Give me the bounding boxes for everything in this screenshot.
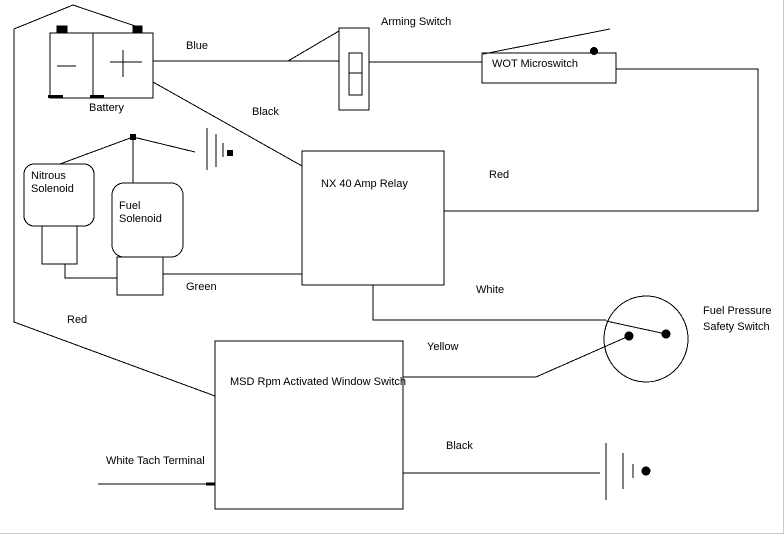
red-wire-label: Red bbox=[489, 169, 510, 181]
relay-label: NX 40 Amp Relay bbox=[321, 178, 408, 190]
battery-foot-left bbox=[48, 95, 63, 98]
pressure-switch-lever bbox=[605, 320, 667, 335]
fuel-solenoid-valve bbox=[116, 256, 164, 296]
yellow-wire bbox=[403, 335, 630, 378]
arming-switch-toggle bbox=[348, 52, 363, 96]
green-wire-label: Green bbox=[186, 281, 217, 293]
relay-body bbox=[301, 150, 445, 286]
battery-terminal-negative bbox=[56, 25, 68, 34]
junction-to-ground-wire bbox=[132, 136, 196, 153]
red-left-wire-label: Red bbox=[67, 314, 88, 326]
battery-terminal-positive bbox=[132, 25, 143, 34]
arming-switch-label: Arming Switch bbox=[381, 16, 452, 28]
wot-contact-dot bbox=[590, 47, 598, 55]
white-wire bbox=[372, 285, 606, 321]
arming-switch-lever-line bbox=[287, 30, 340, 62]
fuel-pressure-switch-label: Fuel Pressure Safety Switch bbox=[703, 305, 771, 334]
red-wire bbox=[13, 4, 216, 397]
white-wire-label: White bbox=[476, 284, 505, 296]
wot-microswitch-body bbox=[481, 52, 617, 84]
junction-to-nitrous-wire bbox=[59, 136, 134, 165]
window-switch-body bbox=[214, 340, 404, 510]
wot-lever-arm bbox=[482, 28, 611, 55]
window-switch-label: MSD Rpm Activated Window Switch bbox=[230, 376, 407, 388]
ground2-dot bbox=[641, 466, 651, 476]
battery-foot-right bbox=[90, 95, 104, 98]
nitrous-solenoid-valve bbox=[41, 225, 78, 265]
arming-switch-body bbox=[338, 27, 370, 111]
yellow-wire-label: Yellow bbox=[427, 341, 459, 353]
black-wire-label: Black bbox=[252, 106, 279, 118]
nitrous-solenoid-label: Nitrous Solenoid bbox=[31, 170, 74, 195]
pressure-switch-circle bbox=[603, 295, 689, 383]
blue-wire-label: Blue bbox=[186, 40, 209, 52]
fuel-pressure-switch-label-line1: Fuel Pressure bbox=[703, 305, 772, 317]
black-wire bbox=[152, 81, 303, 167]
battery-label: Battery bbox=[89, 102, 124, 114]
black-bottom-wire-label: Black bbox=[446, 440, 473, 452]
fuel-solenoid-label: Fuel Solenoid bbox=[119, 200, 162, 225]
fuel-pressure-switch-label-line2: Safety Switch bbox=[703, 321, 770, 333]
solenoid-link-wire bbox=[64, 264, 117, 279]
pressure-contact-right bbox=[661, 329, 671, 339]
wot-to-relay-wire bbox=[444, 68, 759, 212]
wot-microswitch-label: WOT Microswitch bbox=[492, 58, 578, 70]
tach-terminal-label: White Tach Terminal bbox=[106, 455, 205, 467]
ground1-dot bbox=[227, 150, 233, 156]
